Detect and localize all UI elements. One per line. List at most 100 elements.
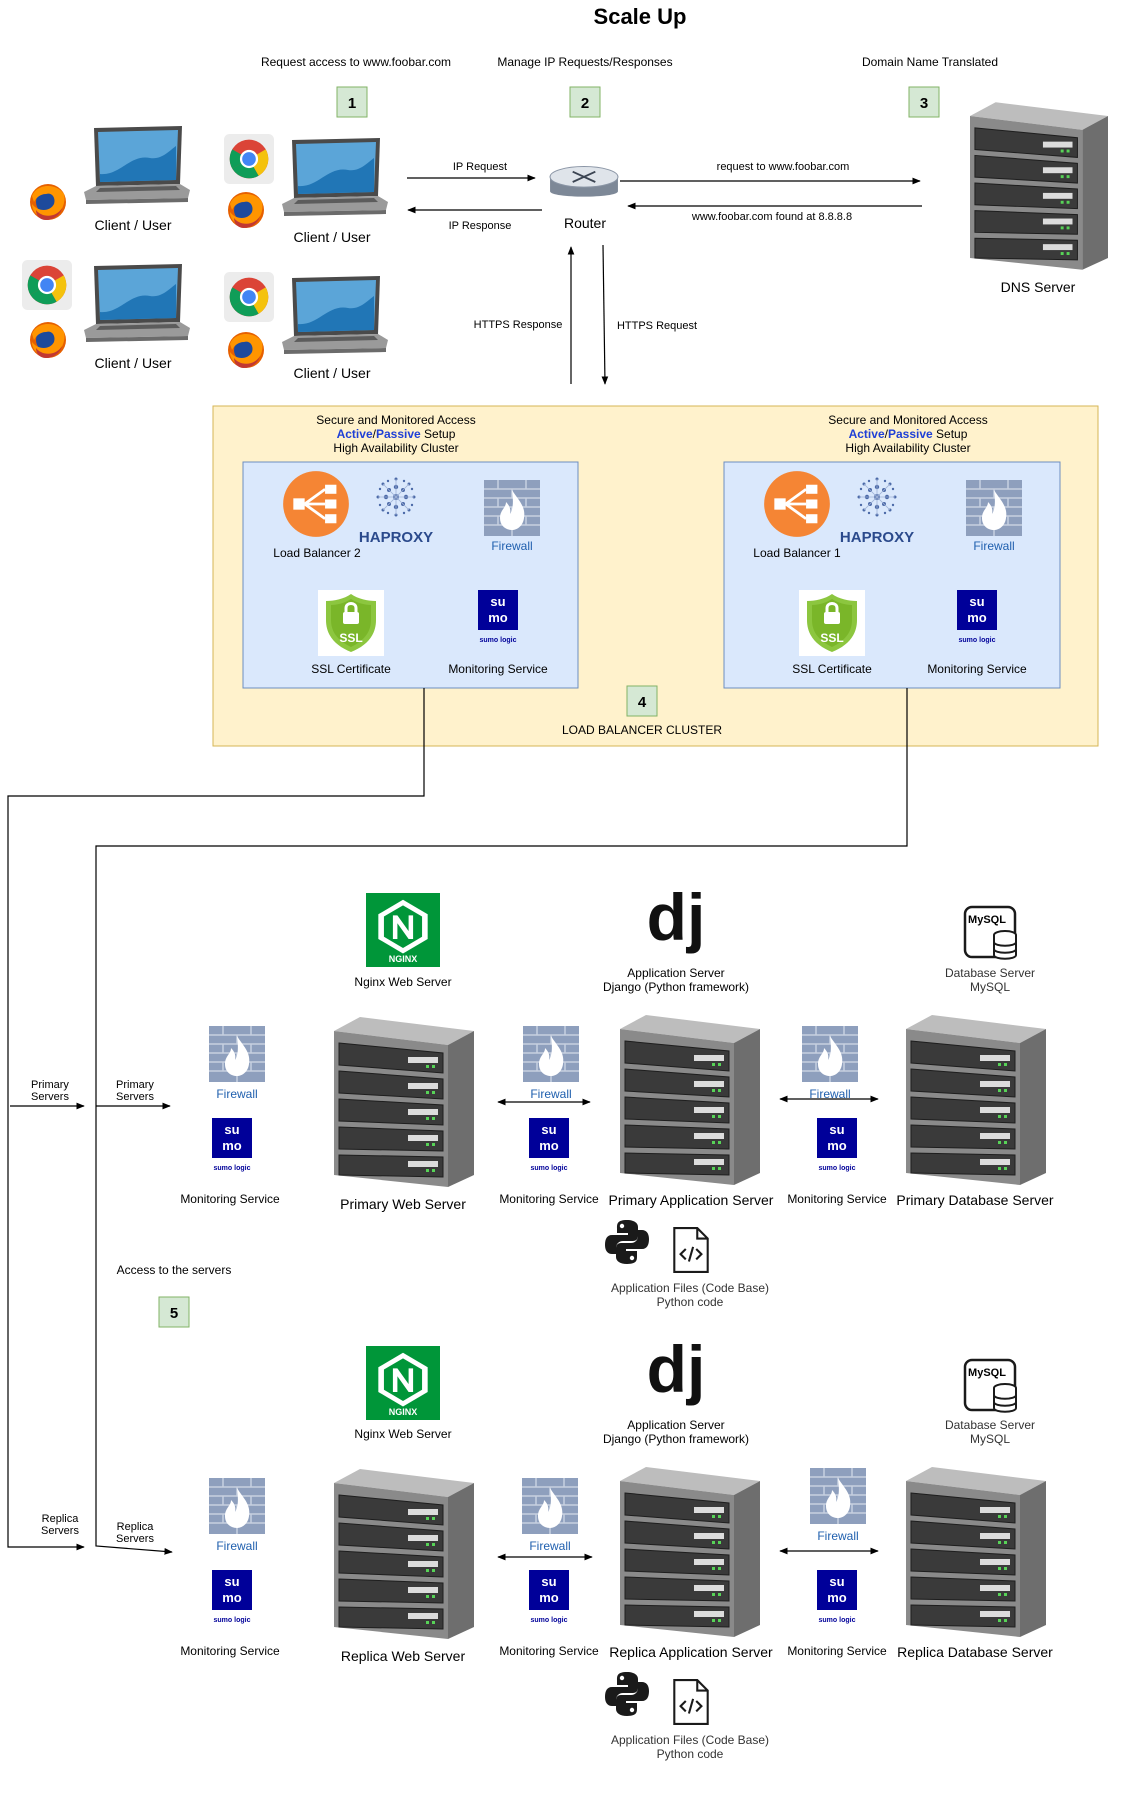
sumo-bottom: mo (967, 610, 987, 625)
django-logo: dj (647, 880, 706, 954)
client-group-4[interactable]: Client / User (224, 272, 388, 381)
nginx-label: Nginx Web Server (354, 975, 451, 989)
ip-request-label: IP Request (453, 161, 507, 173)
chrome-icon (22, 260, 72, 310)
monitoring-label: Monitoring Service (927, 662, 1027, 676)
client-group-2[interactable]: Client / User (224, 134, 388, 245)
lb2-header-line2: Active/Passive Setup (337, 427, 456, 441)
ssl-label: SSL Certificate (311, 662, 391, 676)
mysql-logo: MySQL (968, 1367, 1006, 1379)
monitoring-label: Monitoring Service (180, 1192, 280, 1206)
monitoring-label: Monitoring Service (787, 1192, 887, 1206)
lb1-connector (95, 688, 908, 1555)
firewall-label: Firewall (529, 1539, 570, 1553)
step3-caption: Domain Name Translated (862, 55, 998, 69)
dns-response-label: www.foobar.com found at 8.8.8.8 (691, 211, 852, 223)
access-servers-caption: Access to the servers (117, 1263, 232, 1277)
django-logo: dj (647, 1332, 706, 1406)
firefox-icon (228, 192, 264, 228)
app-files-line2: Python code (657, 1747, 724, 1761)
firewall-label: Firewall (530, 1087, 571, 1101)
nginx-logo: NGINX (389, 954, 418, 964)
firewall-label: Firewall (809, 1087, 850, 1101)
sumo-bottom: mo (539, 1590, 559, 1605)
firewall-icon (484, 480, 540, 536)
step3-number: 3 (920, 95, 928, 112)
sumo-caption: sumo logic (214, 1617, 251, 1624)
step1-caption: Request access to www.foobar.com (261, 55, 451, 69)
step5-box (158, 1296, 190, 1328)
mysql-logo: MySQL (968, 914, 1006, 926)
step2-caption: Manage IP Requests/Responses (497, 55, 672, 69)
db-server-line1: Database Server (945, 1418, 1035, 1432)
step1-number: 1 (348, 95, 356, 112)
sumo-caption: sumo logic (480, 637, 517, 644)
router-icon (549, 165, 619, 198)
sumo-top: su (541, 1574, 556, 1589)
sumo-top: su (829, 1122, 844, 1137)
sumo-bottom: mo (488, 610, 508, 625)
chrome-icon (224, 134, 274, 184)
app-server-line1: Application Server (627, 1418, 724, 1432)
lb1-label: Load Balancer 1 (753, 546, 841, 560)
app-files-line1: Application Files (Code Base) (611, 1281, 769, 1295)
app-server-icon (620, 1014, 760, 1186)
firewall-label: Firewall (216, 1539, 257, 1553)
monitoring-label: Monitoring Service (787, 1644, 887, 1658)
step4-caption: LOAD BALANCER CLUSTER (562, 723, 722, 737)
step2-box (569, 86, 601, 118)
sumo-caption: sumo logic (531, 1165, 568, 1172)
dns-server-icon (970, 101, 1108, 271)
web-server-icon (334, 1468, 474, 1640)
firewall-icon (966, 480, 1022, 536)
primary-db-label: Primary Database Server (896, 1192, 1054, 1208)
app-server-line2: Django (Python framework) (603, 1432, 749, 1446)
firefox-icon (30, 322, 66, 358)
firewall-icon (209, 1026, 265, 1082)
client-group-3[interactable]: Client / User (22, 260, 190, 371)
db-server-icon (906, 1466, 1046, 1638)
laptop-icon (84, 264, 190, 342)
primary-app-label: Primary Application Server (609, 1192, 774, 1208)
sumo-top: su (829, 1574, 844, 1589)
https-request-label: HTTPS Request (617, 320, 697, 332)
lb1-header-line1: Secure and Monitored Access (828, 413, 987, 427)
lb1-header-line2: Active/Passive Setup (849, 427, 968, 441)
laptop-icon (84, 126, 190, 204)
replica-db-label: Replica Database Server (897, 1644, 1053, 1660)
ssl-certificate-icon (318, 590, 384, 656)
sumo-top: su (490, 594, 505, 609)
lb2-header-line1: Secure and Monitored Access (316, 413, 475, 427)
app-files-line2: Python code (657, 1295, 724, 1309)
step4-number: 4 (638, 694, 647, 711)
sumo-bottom: mo (827, 1138, 847, 1153)
monitoring-label: Monitoring Service (448, 662, 548, 676)
dns-server-label: DNS Server (1001, 279, 1076, 295)
ssl-badge: SSL (339, 631, 362, 645)
sumo-top: su (969, 594, 984, 609)
client-group-1[interactable]: Client / User (30, 126, 190, 233)
firewall-label: Firewall (491, 539, 532, 553)
monitoring-label: Monitoring Service (499, 1644, 599, 1658)
load-balancer-icon (763, 470, 831, 538)
step4-box (626, 685, 658, 717)
chrome-icon (224, 272, 274, 322)
app-server-line2: Django (Python framework) (603, 980, 749, 994)
db-server-icon (906, 1014, 1046, 1186)
db-server-line1: Database Server (945, 966, 1035, 980)
lb2-label: Load Balancer 2 (273, 546, 361, 560)
sumo-caption: sumo logic (214, 1165, 251, 1172)
client-label: Client / User (94, 217, 171, 233)
sumo-caption: sumo logic (819, 1165, 856, 1172)
https-response-label: HTTPS Response (474, 319, 563, 331)
router-label: Router (564, 215, 606, 231)
firewall-icon (523, 1026, 579, 1082)
python-icon (605, 1672, 649, 1716)
ssl-label: SSL Certificate (792, 662, 872, 676)
load-balancer-icon (282, 470, 350, 538)
lb1-header-line3: High Availability Cluster (845, 441, 970, 455)
sumo-bottom: mo (539, 1138, 559, 1153)
